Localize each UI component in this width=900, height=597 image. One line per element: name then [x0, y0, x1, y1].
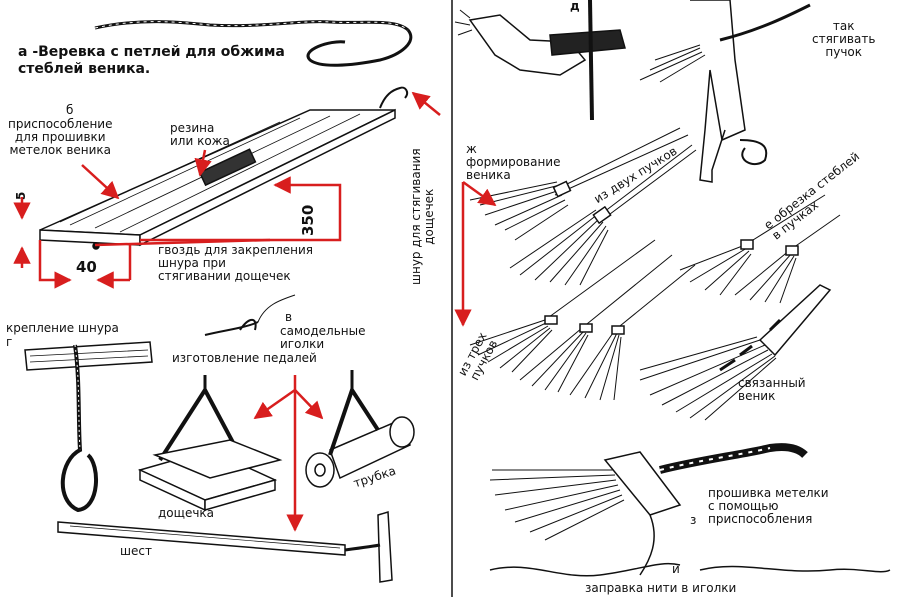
dimension-350: 350 [302, 205, 315, 236]
letter-b: б [66, 104, 73, 117]
label-sewing-broom: прошивка метелки с помощью приспособлени… [708, 487, 829, 526]
label-cord-tightening-boards: шнур для стягивания дощечек [410, 148, 436, 285]
three-bundle-broom-illustration [470, 240, 695, 400]
cord-fixing-illustration [25, 342, 152, 510]
pole-illustration [58, 512, 392, 582]
pedal-plank-illustration [140, 375, 280, 510]
label-cord-fixing: крепление шнура [6, 322, 119, 335]
label-making-pedals: изготовление педалей [172, 352, 317, 365]
letter-z: з [690, 514, 696, 527]
label-tied-broom: связанный веник [738, 377, 806, 403]
sewing-board-illustration [40, 88, 407, 249]
label-b-sewing-device: приспособление для прошивки метелок вени… [8, 118, 112, 157]
dimension-40: 40 [76, 261, 97, 274]
label-pole: шест [120, 545, 152, 558]
right-callout-arrows [463, 182, 495, 325]
letter-i: и [672, 563, 680, 576]
label-zh-forming-broom: ж формирование веника [466, 143, 560, 182]
label-plank: дощечка [158, 507, 214, 520]
label-nail-fixing-cord: гвоздь для закрепления шнура при стягива… [158, 244, 313, 283]
letter-g: г [6, 336, 12, 349]
label-tighten-bundle: так стягивать пучок [812, 20, 875, 59]
label-rubber-or-leather: резина или кожа [170, 122, 230, 148]
thread-needle-illustration [490, 564, 890, 576]
letter-v: в [285, 311, 292, 324]
pedal-tube-illustration [306, 370, 414, 487]
label-homemade-needles: самодельные иголки [280, 325, 365, 351]
hand-bundle-illustration [455, 0, 625, 120]
dimension-5: 5 [15, 192, 28, 200]
label-a-rope-loop: а -Веревка с петлей для обжима стеблей в… [18, 44, 285, 78]
letter-d: д [570, 0, 580, 13]
label-threading-needle: заправка нити в иголки [585, 582, 736, 595]
